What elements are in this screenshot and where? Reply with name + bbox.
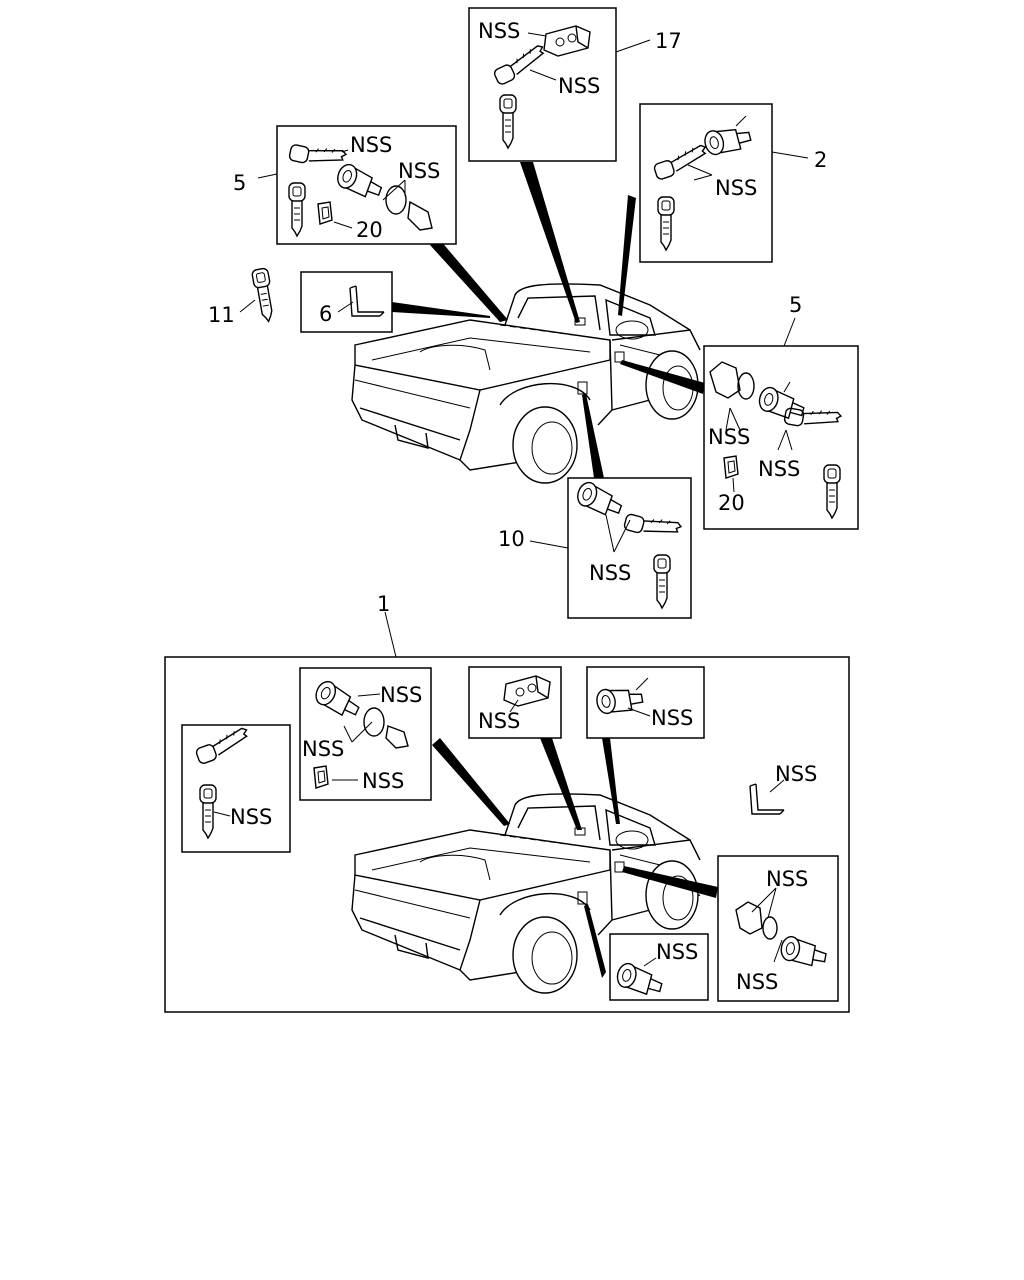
pointer-bracket (392, 302, 490, 318)
callout-20-right: 20 (718, 491, 745, 515)
kit-door-nss: NSS (651, 706, 693, 730)
pointer-tailgate (582, 394, 604, 478)
callout-5-ignition: 5 (233, 171, 246, 195)
key-11-part: 11 (208, 267, 278, 327)
glovebox-lock-box-17: NSS NSS 17 (468, 7, 682, 162)
kit-ignition-nss-a: NSS (380, 683, 422, 707)
callout-20-top: 20 (356, 218, 383, 242)
callout-6: 6 (319, 302, 332, 326)
truck-top (351, 283, 701, 484)
callout-2: 2 (814, 148, 827, 172)
kit-door-right-nss-b: NSS (736, 970, 778, 994)
kit-key-box: NSS (181, 724, 291, 853)
callout-11: 11 (208, 303, 235, 327)
door-5-nss-b: NSS (758, 457, 800, 481)
kit-bracket-nss: NSS (775, 762, 817, 786)
kit-pointer-door (602, 738, 620, 824)
callout-5-door: 5 (789, 293, 802, 317)
door-2-nss: NSS (715, 176, 757, 200)
kit-door-right-nss-a: NSS (766, 867, 808, 891)
glovebox-nss-b: NSS (558, 74, 600, 98)
kit-bracket: NSS (749, 762, 817, 815)
door-5-nss-a: NSS (708, 425, 750, 449)
pointer-ignition (430, 240, 508, 322)
kit-key-nss: NSS (230, 805, 272, 829)
callout-10: 10 (498, 527, 525, 551)
callout-1: 1 (377, 592, 390, 616)
pointer-door-left (618, 195, 636, 316)
ignition-nss-a: NSS (350, 133, 392, 157)
callout-17: 17 (655, 29, 682, 53)
pointer-door-right (620, 360, 705, 394)
pointer-glovebox (520, 162, 580, 323)
kit-pointer-tailgate (584, 904, 606, 978)
glovebox-nss-a: NSS (478, 19, 520, 43)
kit-pointer-door-right (622, 866, 718, 898)
kit-door-right-box: NSS NSS (717, 855, 839, 1002)
kit-glovebox-nss: NSS (478, 709, 520, 733)
door-lock-box-2: NSS 2 (639, 103, 827, 263)
kit-ignition-clip-nss: NSS (362, 769, 404, 793)
tailgate-nss: NSS (589, 561, 631, 585)
door-lock-box-5: NSS NSS 20 5 (703, 293, 859, 530)
tailgate-lock-box-10: NSS 10 (498, 477, 692, 619)
kit-ignition-nss-b: NSS (302, 737, 344, 761)
kit-ignition-box: NSS NSS NSS (299, 667, 432, 801)
kit-pointer-glovebox (540, 738, 582, 830)
kit-tailgate-nss: NSS (656, 940, 698, 964)
kit-glovebox-box: NSS (468, 666, 562, 739)
ignition-nss-b: NSS (398, 159, 440, 183)
bracket-6-box: 6 (300, 271, 393, 333)
kit-pointer-ignition (432, 738, 510, 826)
lock-set-1: 1 NSS NSS NSS NS (164, 592, 850, 1013)
kit-door-box: NSS (586, 666, 705, 739)
kit-tailgate-box: NSS (609, 933, 709, 1001)
ignition-lock-box-5: NSS NSS 20 5 (233, 125, 457, 245)
